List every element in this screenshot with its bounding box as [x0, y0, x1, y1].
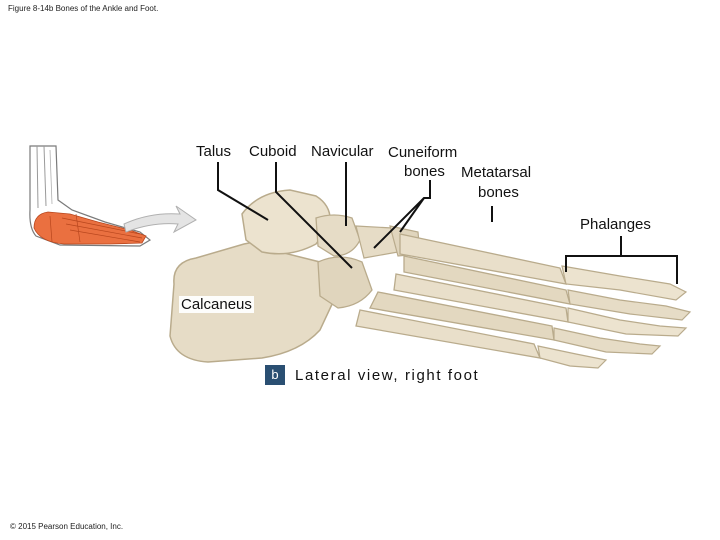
label-talus: Talus — [196, 143, 232, 160]
label-phalanges: Phalanges — [580, 216, 651, 233]
label-cuboid: Cuboid — [249, 143, 297, 160]
caption-text: Lateral view, right foot — [293, 366, 482, 384]
label-cuneiform-line1: Cuneiform — [388, 144, 458, 161]
highlighted-foot-bones — [33, 211, 147, 245]
leader-phalanges-b — [621, 255, 678, 284]
phalanx-bone — [537, 345, 608, 369]
pointer-arrow — [123, 205, 197, 234]
phalanx-bone — [561, 265, 688, 301]
leader-cuboid — [275, 162, 353, 269]
label-calcaneus: Calcaneus — [179, 296, 254, 313]
leader-talus — [217, 162, 269, 221]
inset-foot-illustration — [29, 145, 152, 247]
leader-cuneiform-b — [399, 197, 425, 233]
foot-skeleton — [169, 189, 692, 369]
navicular-bone — [315, 214, 361, 257]
leader-lines — [217, 162, 678, 284]
label-metatarsal-line2: bones — [478, 184, 519, 201]
phalanx-bone — [567, 307, 688, 337]
talus-bone — [241, 189, 331, 255]
phalanx-bone — [567, 289, 692, 321]
label-cuneiform-line2: bones — [404, 163, 445, 180]
label-metatarsal-line1: Metatarsal — [461, 164, 532, 181]
figure-caption: b Lateral view, right foot — [265, 364, 482, 386]
label-navicular: Navicular — [311, 143, 374, 160]
figure-title: Figure 8-14b Bones of the Ankle and Foot… — [8, 4, 159, 13]
copyright-notice: © 2015 Pearson Education, Inc. — [10, 522, 124, 531]
leader-phalanges — [565, 236, 622, 272]
caption-letter-badge: b — [265, 365, 285, 385]
phalanx-bone — [553, 327, 662, 355]
cuboid-bone — [317, 256, 373, 309]
leader-cuneiform-a — [373, 180, 431, 249]
